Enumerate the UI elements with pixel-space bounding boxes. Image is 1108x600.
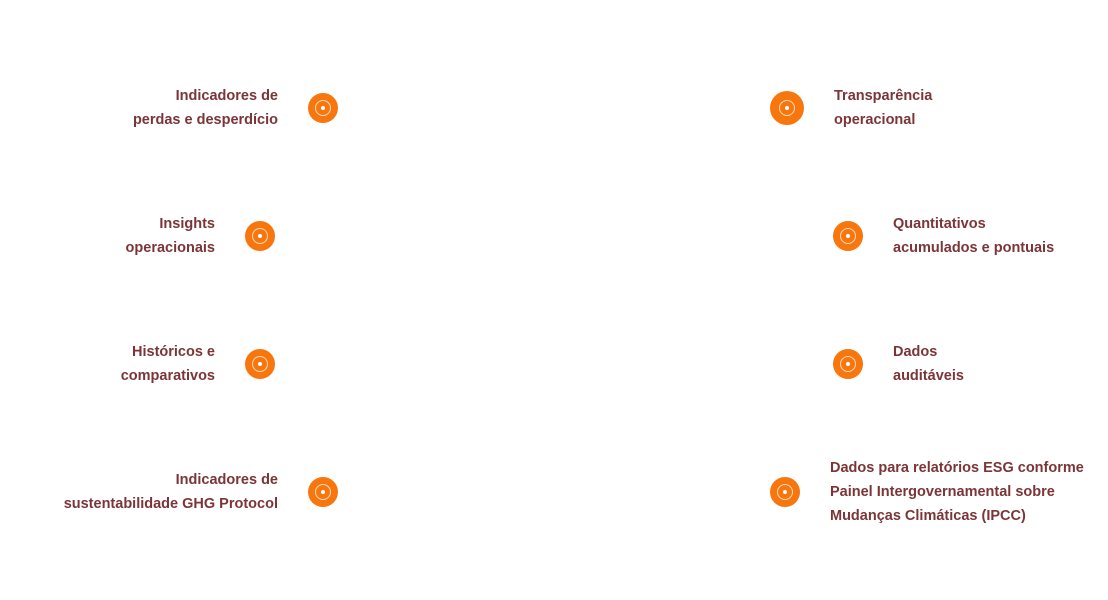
feature-label-quantities: Quantitativos acumulados e pontuais [893, 212, 1054, 260]
label-line: sustentabilidade GHG Protocol [63, 496, 278, 512]
label-line: Indicadores de [175, 88, 278, 104]
feature-label-auditable: Dados auditáveis [893, 340, 964, 388]
label-line: Indicadores de [175, 472, 278, 488]
target-icon [833, 349, 863, 379]
feature-label-transparency: Transparência operacional [834, 84, 932, 132]
label-line: Históricos e [132, 344, 215, 360]
label-line: acumulados e pontuais [893, 240, 1055, 256]
label-line: perdas e desperdício [132, 112, 278, 128]
label-line: auditáveis [893, 368, 964, 384]
target-icon [770, 91, 804, 125]
target-icon [245, 221, 275, 251]
label-line: Dados [893, 344, 938, 360]
target-icon [833, 221, 863, 251]
label-line: Quantitativos [893, 216, 986, 232]
label-line: comparativos [120, 368, 215, 384]
label-line: Mudanças Climáticas (IPCC) [830, 508, 1026, 524]
feature-label-ghg: Indicadores de sustentabilidade GHG Proto… [64, 468, 278, 516]
feature-label-insights: Insights operacionais [126, 212, 215, 260]
target-icon [308, 93, 338, 123]
target-icon [308, 477, 338, 507]
target-icon [245, 349, 275, 379]
label-line: Painel Intergovernamental sobre [830, 484, 1055, 500]
label-line: operacionais [125, 240, 215, 256]
label-line: operacional [834, 112, 916, 128]
label-line: Transparência [834, 88, 933, 104]
feature-label-losses: Indicadores de perdas e desperdício [133, 84, 278, 132]
feature-label-history: Históricos e comparativos [121, 340, 215, 388]
label-line: Insights [159, 216, 215, 232]
target-icon [770, 477, 800, 507]
label-line: Dados para relatórios ESG conforme [830, 460, 1084, 476]
